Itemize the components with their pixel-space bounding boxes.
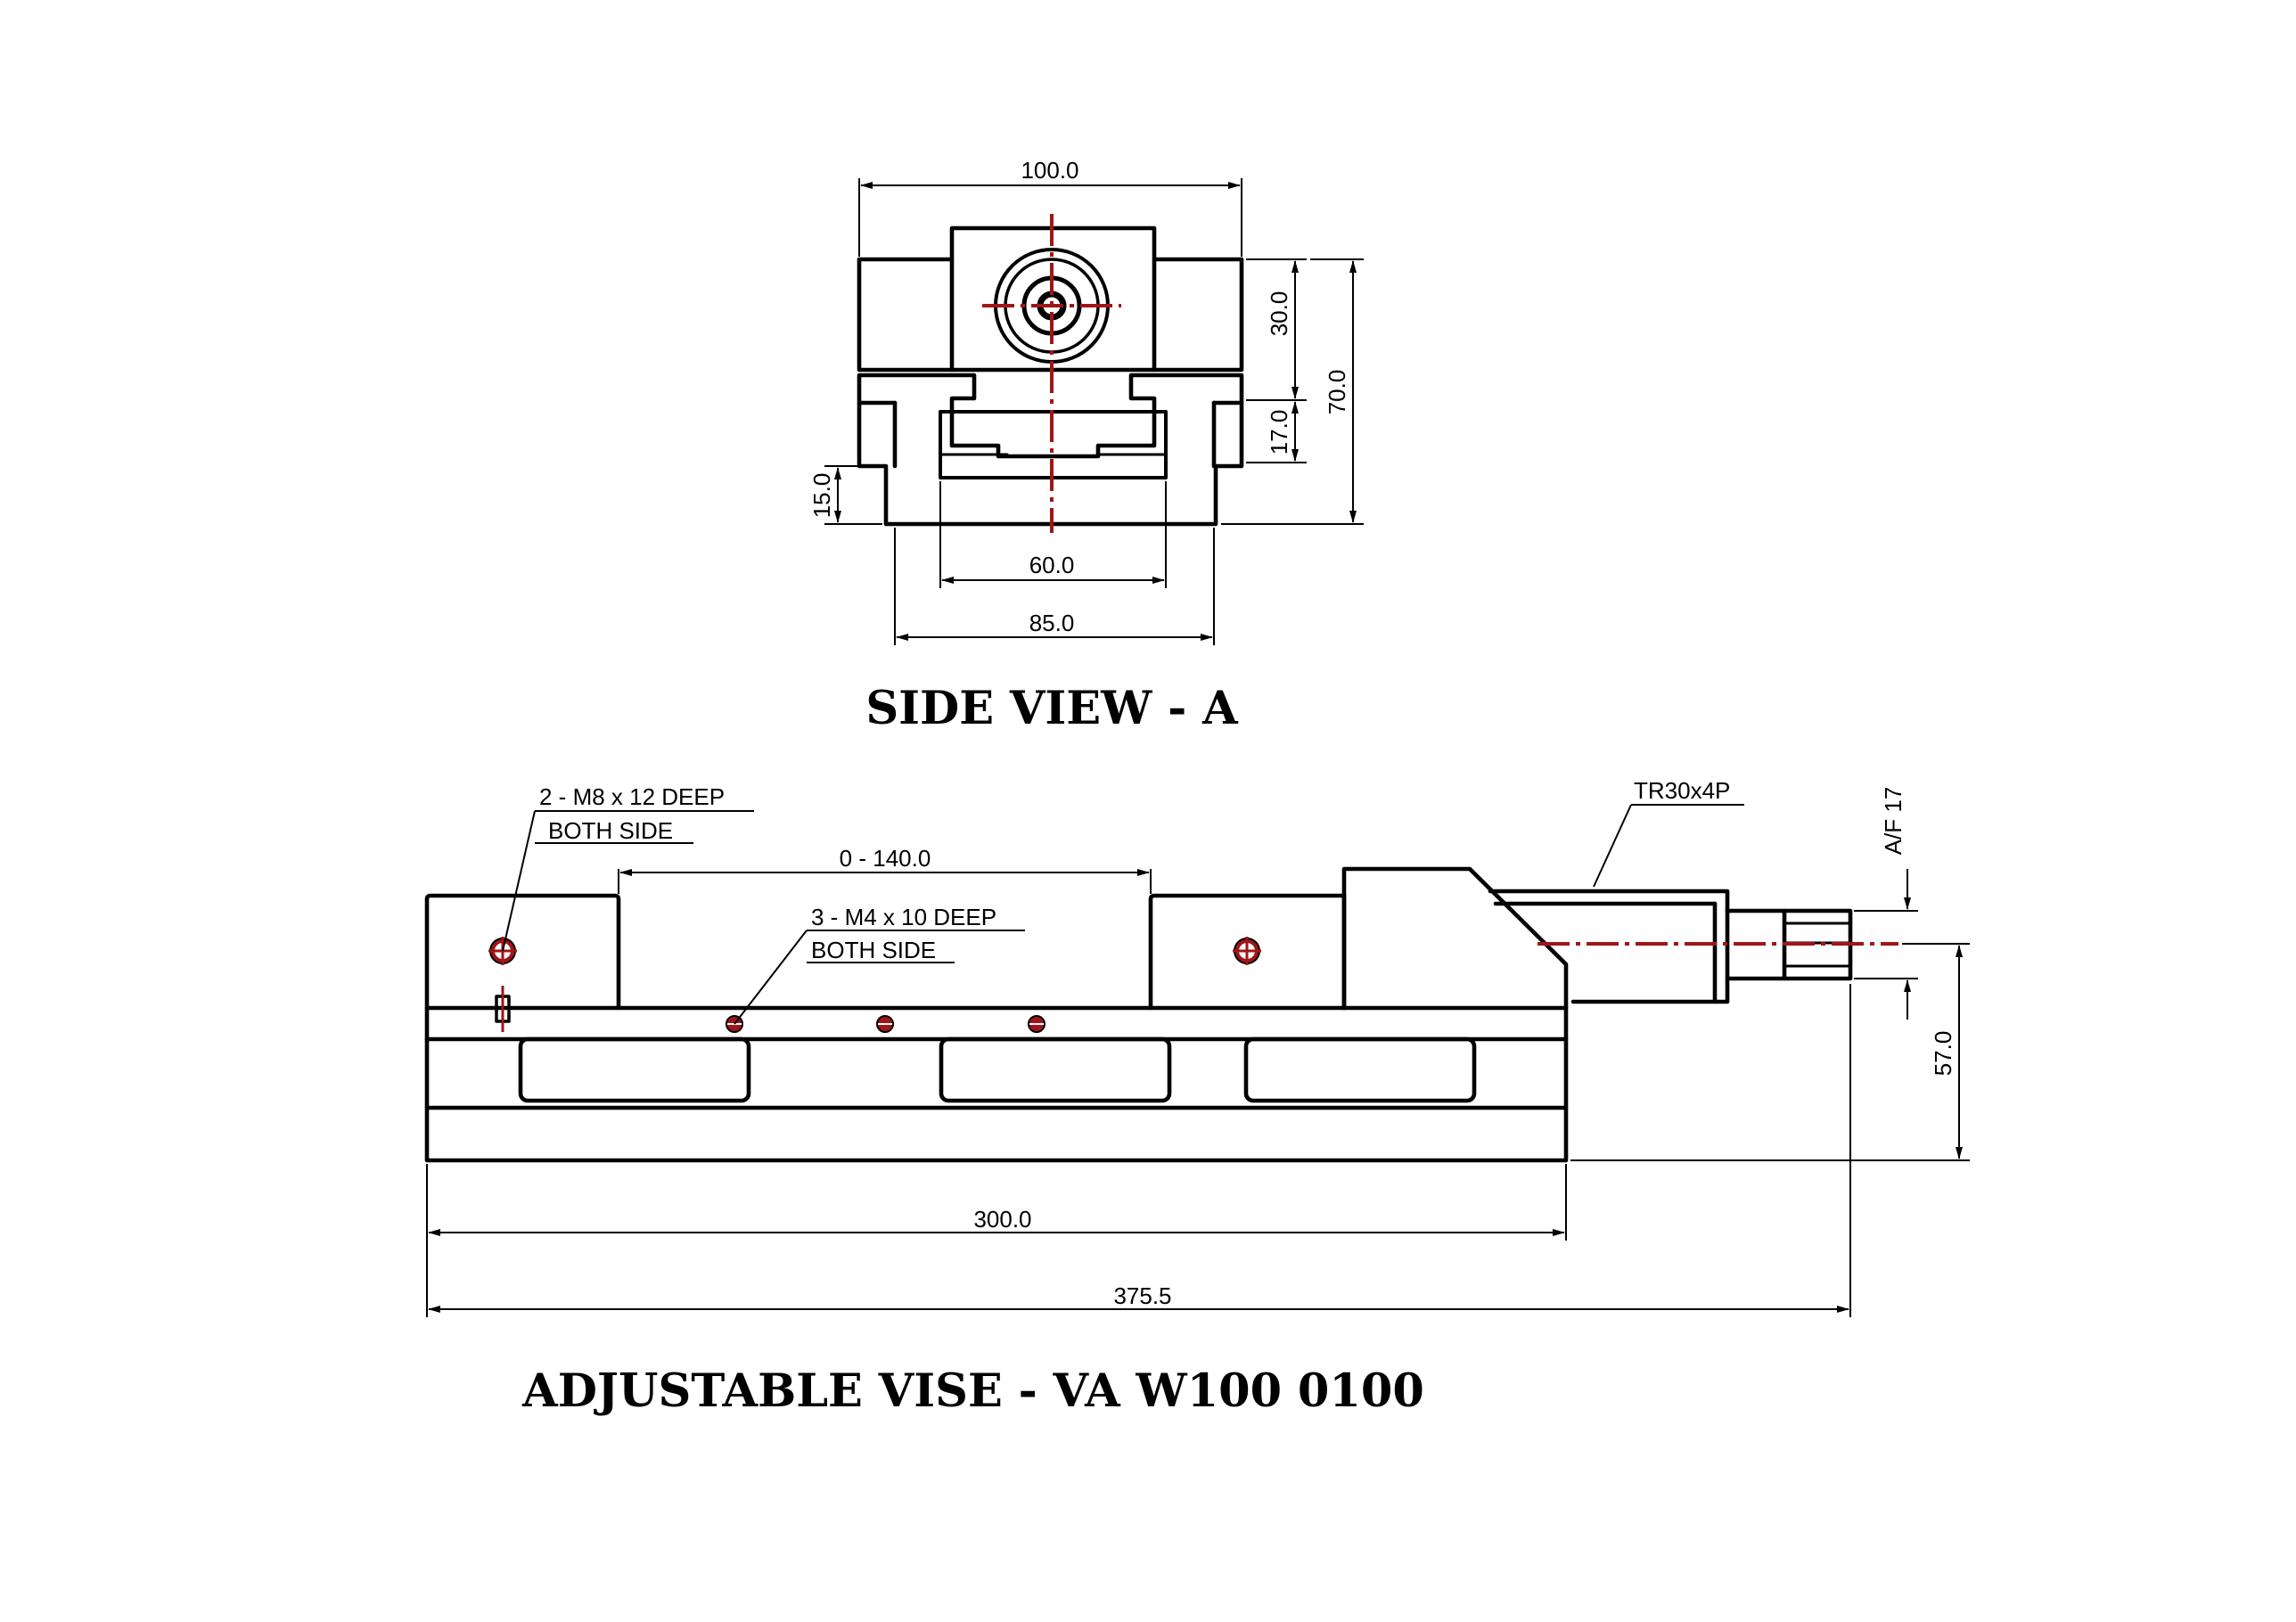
dim-label-70: 70.0 (1324, 370, 1350, 415)
dim-label-57: 57.0 (1930, 1031, 1956, 1077)
dim-slot-width: 60.0 (939, 481, 1167, 588)
note-m4: 3 - M4 x 10 DEEP BOTH SIDE (734, 904, 1025, 1025)
front-view-title: ADJUSTABLE VISE - VA W100 0100 (521, 1364, 1424, 1418)
side-view: 100.0 30.0 17.0 70.0 15.0 (808, 157, 1364, 735)
dim-base-width: 85.0 (894, 528, 1215, 645)
note-m4-line2: BOTH SIDE (811, 937, 936, 963)
note-thread-label: TR30x4P (1634, 777, 1730, 804)
dim-across-flats: A/F 17 (1854, 787, 1918, 1020)
dim-overall-length: 375.5 (428, 984, 1851, 1317)
dim-label-17: 17.0 (1266, 410, 1292, 455)
movable-jaw (1148, 866, 1569, 1011)
dim-slot-height: 17.0 (1246, 401, 1307, 463)
dim-label-jaw-opening: 0 - 140.0 (840, 845, 931, 872)
dim-width-top: 100.0 (858, 157, 1242, 257)
dim-label-85: 85.0 (1029, 610, 1075, 636)
dim-spindle-height: 57.0 (1570, 943, 1970, 1161)
dim-body-length: 300.0 (426, 1164, 1567, 1317)
dim-label-30: 30.0 (1266, 291, 1292, 337)
m8-hole-movable-jaw (1233, 937, 1261, 965)
dim-screw-center-height: 30.0 (1246, 258, 1307, 401)
dim-label-375: 375.5 (1113, 1282, 1171, 1309)
side-view-centerlines (982, 214, 1121, 533)
front-view: 2 - M8 x 12 DEEP BOTH SIDE 3 - M4 x 10 D… (424, 777, 1970, 1418)
dim-jaw-opening: 0 - 140.0 (618, 845, 1152, 894)
dim-label-100: 100.0 (1021, 157, 1078, 184)
fixed-jaw (424, 893, 621, 1011)
vise-base (424, 1005, 1569, 1163)
dim-label-af17: A/F 17 (1880, 787, 1906, 856)
dim-label-15: 15.0 (808, 473, 835, 519)
side-view-title: SIDE VIEW - A (865, 682, 1239, 735)
locating-key (495, 986, 511, 1032)
note-thread: TR30x4P (1593, 777, 1744, 888)
dim-base-height: 15.0 (808, 465, 882, 525)
side-view-outline (857, 225, 1244, 527)
dim-label-300: 300.0 (973, 1206, 1031, 1233)
note-m8-line1: 2 - M8 x 12 DEEP (539, 783, 725, 810)
m4-holes (726, 1015, 1046, 1033)
dim-overall-height: 70.0 (1221, 258, 1364, 525)
note-m4-line1: 3 - M4 x 10 DEEP (811, 904, 996, 930)
dim-label-60: 60.0 (1029, 552, 1075, 578)
lead-screw (1488, 889, 1853, 1004)
note-m8: 2 - M8 x 12 DEEP BOTH SIDE (502, 783, 754, 952)
note-m8-line2: BOTH SIDE (548, 817, 673, 844)
